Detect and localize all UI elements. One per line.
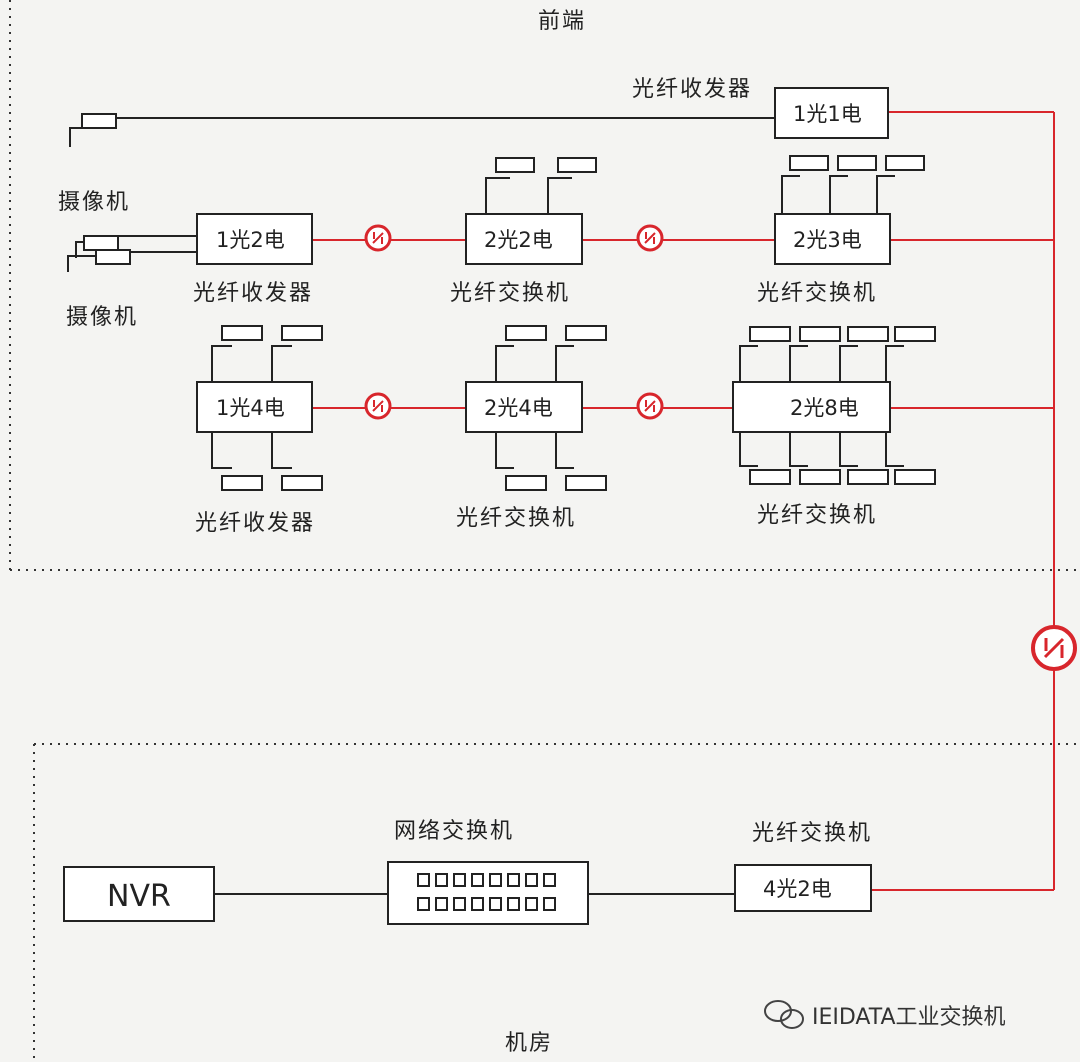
row1-transceiver-box-label: 1光2电 — [216, 228, 285, 252]
room-fiber-switch: 4光2电 — [734, 864, 872, 912]
row2-transceiver-label: 光纤收发器 — [195, 511, 315, 536]
row2-switch-b-label: 光纤交换机 — [757, 503, 877, 528]
switch-port — [435, 897, 448, 911]
nvr-device: NVR — [63, 866, 215, 922]
nvr-label: NVR — [107, 879, 171, 914]
network-switch-label: 网络交换机 — [394, 819, 514, 844]
switch-port — [417, 897, 430, 911]
machine-room-zone-label: 机房 — [505, 1031, 553, 1056]
row2-switch-b-box-label: 2光8电 — [790, 396, 859, 420]
switch-port — [525, 873, 538, 887]
network-switch — [387, 861, 589, 925]
room-fiber-switch-label: 光纤交换机 — [752, 821, 872, 846]
row2-switch-b: 2光8电 — [732, 326, 936, 485]
row1-switch-a-box-label: 2光2电 — [484, 228, 553, 252]
switch-port — [507, 897, 520, 911]
switch-port — [453, 897, 466, 911]
switch-port — [543, 897, 556, 911]
row2-transceiver-box-label: 1光4电 — [216, 396, 285, 420]
watermark-text: IEIDATA工业交换机 — [812, 1005, 1006, 1030]
top-transceiver: 1光1电 — [774, 87, 889, 139]
fiber-connector-icon — [636, 392, 664, 420]
row1-switch-a-label: 光纤交换机 — [450, 281, 570, 306]
switch-port — [453, 873, 466, 887]
row2-switch-a-label: 光纤交换机 — [456, 506, 576, 531]
camera-label-upper: 摄像机 — [58, 190, 130, 215]
switch-port — [489, 873, 502, 887]
fiber-connector-icon — [636, 224, 664, 252]
machine-room-zone-border — [33, 743, 1080, 1062]
fiber-connector-icon — [364, 224, 392, 252]
camera-icon — [67, 249, 131, 272]
row2-transceiver: 1光4电 — [196, 325, 323, 491]
row1-switch-b: 2光3电 — [774, 155, 925, 265]
row1-transceiver: 1光2电 — [196, 213, 313, 265]
switch-port — [507, 873, 520, 887]
fiber-connector-icon — [1031, 625, 1077, 671]
room-fiber-switch-box-label: 4光2电 — [763, 877, 832, 901]
row1-switch-b-label: 光纤交换机 — [757, 281, 877, 306]
fiber-links — [312, 111, 1055, 891]
row1-transceiver-label: 光纤收发器 — [193, 281, 313, 306]
top-transceiver-box-label: 1光1电 — [793, 102, 862, 126]
switch-port — [417, 873, 430, 887]
switch-port — [525, 897, 538, 911]
row1-switch-b-box-label: 2光3电 — [793, 228, 862, 252]
wechat-icon — [764, 1000, 804, 1029]
copper-links — [115, 117, 775, 895]
top-transceiver-label: 光纤收发器 — [632, 77, 752, 102]
switch-port — [471, 897, 484, 911]
row2-switch-a-box-label: 2光4电 — [484, 396, 553, 420]
switch-port — [489, 897, 502, 911]
camera-label-lower: 摄像机 — [66, 305, 138, 330]
switch-port — [543, 873, 556, 887]
fiber-connector-icon — [364, 392, 392, 420]
switch-port — [435, 873, 448, 887]
row1-switch-a: 2光2电 — [465, 157, 597, 265]
front-end-zone-label: 前端 — [538, 9, 586, 34]
network-switch-ports — [417, 873, 556, 911]
watermark: IEIDATA工业交换机 — [764, 1000, 1006, 1030]
camera-icon — [69, 113, 117, 147]
switch-port — [471, 873, 484, 887]
row2-switch-a: 2光4电 — [465, 325, 607, 491]
